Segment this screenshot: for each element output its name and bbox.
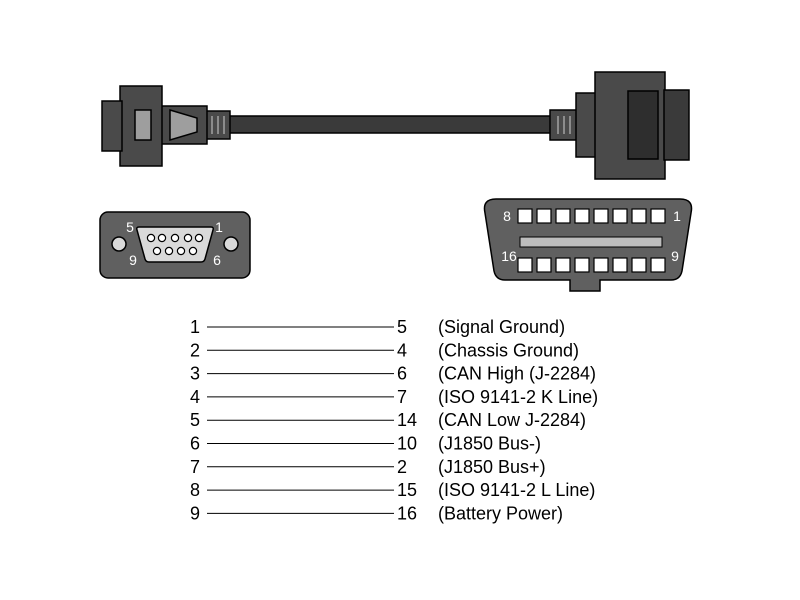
obd-pin-cavity-top-7: [631, 208, 647, 224]
obd-pin-cavity-bottom-5: [593, 257, 609, 273]
obd-center-bar: [519, 236, 663, 248]
obd-pin-cavity-bottom-7: [631, 257, 647, 273]
obd-pin-cavity-top-5: [593, 208, 609, 224]
obd-pins: [517, 208, 666, 273]
obd-pin-number: 6: [397, 364, 407, 384]
signal-name: (ISO 9141-2 K Line): [438, 387, 598, 407]
db9-plug-side: [101, 85, 231, 167]
obd-pin-cavity-bottom-6: [612, 257, 628, 273]
db9-pin-number: 9: [190, 503, 200, 523]
db9-plug-grip: [169, 108, 198, 142]
pinout-row: 9 16 (Battery Power): [190, 503, 563, 523]
db9-pin-hole-top-2: [157, 233, 167, 243]
obd-pin-cavity-top-4: [574, 208, 590, 224]
db9-pin-number: 2: [190, 340, 200, 360]
db9-mount-hole-left: [111, 236, 127, 252]
db9-pins: [146, 233, 204, 256]
obd-pin-cavity-top-3: [555, 208, 571, 224]
signal-name: (Signal Ground): [438, 317, 565, 337]
db9-label-1: 1: [215, 219, 223, 235]
obd-pin-cavity-bottom-8: [650, 257, 666, 273]
db9-plug-flange: [101, 100, 123, 152]
obd-label-9: 9: [671, 248, 679, 264]
db9-pin-hole-bottom-4: [188, 246, 198, 256]
obd-pin-number: 5: [397, 317, 407, 337]
db9-label-9: 9: [129, 252, 137, 268]
obd-pin-cavity-top-8: [650, 208, 666, 224]
db9-pin-hole-top-4: [183, 233, 193, 243]
obd-pin-cavity-bottom-1: [517, 257, 533, 273]
pinout-row: 3 6 (CAN High (J-2284): [190, 364, 596, 384]
obd-pin-cavity-top-1: [517, 208, 533, 224]
cable: [227, 115, 554, 134]
db9-pin-hole-top-3: [170, 233, 180, 243]
signal-name: (Chassis Ground): [438, 340, 579, 360]
signal-name: (ISO 9141-2 L Line): [438, 480, 595, 500]
pinout-row: 2 4 (Chassis Ground): [190, 340, 579, 360]
db9-pin-hole-top-1: [146, 233, 156, 243]
obd-plug-window: [627, 90, 659, 160]
obd-pin-number: 2: [397, 457, 407, 477]
signal-name: (J1850 Bus+): [438, 457, 546, 477]
pinout-row: 4 7 (ISO 9141-2 K Line): [190, 387, 598, 407]
db9-pin-number: 6: [190, 434, 200, 454]
cable-side-view: [101, 71, 690, 180]
db9-label-6: 6: [213, 252, 221, 268]
obd-label-16: 16: [501, 248, 517, 264]
obd-pin-cavity-bottom-4: [574, 257, 590, 273]
obd-pin-number: 16: [397, 503, 417, 523]
pinout-row: 7 2 (J1850 Bus+): [190, 457, 546, 477]
db9-pin-number: 5: [190, 410, 200, 430]
db9-pin-number: 1: [190, 317, 200, 337]
db9-pin-number: 7: [190, 457, 200, 477]
db9-pin-number: 3: [190, 364, 200, 384]
obd-label-8: 8: [503, 208, 511, 224]
obd-label-1: 1: [673, 208, 681, 224]
db9-pin-hole-top-5: [194, 233, 204, 243]
db9-pin-hole-bottom-3: [176, 246, 186, 256]
db9-face: 5 1 9 6: [99, 211, 251, 279]
obd-pin-number: 4: [397, 340, 407, 360]
pinout-row: 6 10 (J1850 Bus-): [190, 434, 541, 454]
db9-mount-hole-right: [223, 236, 239, 252]
obd-pin-number: 15: [397, 480, 417, 500]
signal-name: (Battery Power): [438, 503, 563, 523]
db9-plug-latch: [134, 109, 152, 141]
db9-shell: [136, 226, 214, 263]
obd-pin-number: 14: [397, 410, 417, 430]
pinout-row: 5 14 (CAN Low J-2284): [190, 410, 586, 430]
pinout-row: 1 5 (Signal Ground): [190, 317, 565, 337]
obd-plug-front: [663, 89, 690, 161]
signal-name: (J1850 Bus-): [438, 434, 541, 454]
db9-label-5: 5: [126, 219, 134, 235]
db9-pin-hole-bottom-1: [152, 246, 162, 256]
obd-plug-neck: [575, 92, 597, 158]
obd-pin-cavity-bottom-2: [536, 257, 552, 273]
obd-face: 8 1 16 9: [483, 198, 693, 292]
obd-pin-cavity-top-2: [536, 208, 552, 224]
obd-pin-cavity-top-6: [612, 208, 628, 224]
db9-pin-hole-bottom-2: [164, 246, 174, 256]
obd-pin-number: 10: [397, 434, 417, 454]
obd-plug-side: [549, 71, 690, 180]
db9-pin-number: 4: [190, 387, 200, 407]
obd-pin-cavity-bottom-3: [555, 257, 571, 273]
pinout-row: 8 15 (ISO 9141-2 L Line): [190, 480, 595, 500]
signal-name: (CAN Low J-2284): [438, 410, 586, 430]
obd-pin-number: 7: [397, 387, 407, 407]
signal-name: (CAN High (J-2284): [438, 364, 596, 384]
db9-pin-number: 8: [190, 480, 200, 500]
